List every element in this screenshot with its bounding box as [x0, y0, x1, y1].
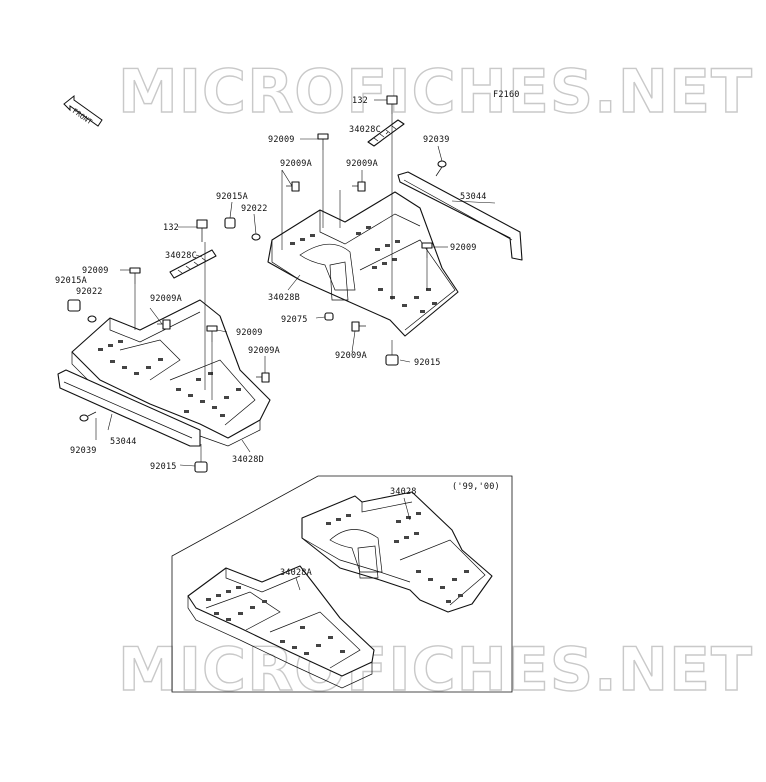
screw-92009a-d [351, 321, 366, 332]
guard-53044-right [397, 171, 523, 261]
label-92039-right: 92039 [423, 135, 450, 145]
step-plate-34028c-top [367, 119, 405, 147]
part-labels: 132 34028C 92009 92039 92009A 92009A 530… [55, 96, 500, 578]
screw-92009-mid [206, 325, 218, 342]
label-34028b: 34028B [268, 293, 300, 303]
screw-92009-left [129, 267, 141, 284]
screw-92009a-a [286, 181, 300, 192]
screw-92009-top [317, 133, 329, 150]
label-92009a-e: 92009A [248, 346, 280, 356]
screw-92009a-e [256, 372, 270, 383]
nut-92015-right [385, 354, 399, 366]
watermark-bottom: MICROFICHES.NET [118, 635, 753, 705]
washer-92022-left [87, 315, 97, 323]
label-34028d: 34028D [232, 455, 264, 465]
label-92009a-b: 92009A [346, 159, 378, 169]
guard-53044-left [57, 369, 201, 447]
label-92022-left: 92022 [76, 287, 103, 297]
label-92039-left: 92039 [70, 446, 97, 456]
floor-panel-34028 [301, 491, 493, 613]
label-132-left: 132 [163, 223, 179, 233]
label-34028c-left: 34028C [165, 251, 197, 261]
variant-box [171, 475, 513, 693]
label-92009a-c: 92009A [150, 294, 182, 304]
nut-92015a-mid [224, 217, 236, 229]
label-34028: 34028 [390, 487, 417, 497]
rivet-92039-right [435, 160, 447, 177]
figure-code: F2160 [493, 90, 520, 100]
label-92075: 92075 [281, 315, 308, 325]
label-92022-mid: 92022 [241, 204, 268, 214]
label-92009-left: 92009 [82, 266, 109, 276]
watermark-top: MICROFICHES.NET [118, 57, 753, 127]
washer-92022-mid [251, 233, 261, 241]
label-92015-left: 92015 [150, 462, 177, 472]
leader-lines [95, 99, 496, 467]
nut-92015a-left [67, 299, 81, 312]
label-34028c-top: 34028C [349, 125, 381, 135]
bolt-132-left [196, 219, 208, 242]
screw-92009-right [421, 242, 433, 258]
label-92009-mid: 92009 [236, 328, 263, 338]
label-34028a: 34028A [280, 568, 312, 578]
label-92015-right: 92015 [414, 358, 441, 368]
label-53044-left: 53044 [110, 437, 137, 447]
leader-lines-bottom [295, 497, 411, 591]
label-92009a-d: 92009A [335, 351, 367, 361]
step-plate-34028c-left [169, 249, 217, 279]
label-53044-right: 53044 [460, 192, 487, 202]
label-92015a-mid: 92015A [216, 192, 248, 202]
rivet-92039-left [79, 411, 97, 422]
label-132-top: 132 [352, 96, 368, 106]
label-92009-top: 92009 [268, 135, 295, 145]
floor-panel-34028b [267, 191, 459, 337]
nut-92015-left [194, 461, 208, 473]
label-92015a-left: 92015A [55, 276, 87, 286]
label-92009a-a: 92009A [280, 159, 312, 169]
screw-92009a-b [352, 181, 366, 192]
variant-note: ('99,'00) [452, 482, 500, 492]
floor-panel-34028a [187, 565, 375, 689]
nut-92075 [324, 312, 334, 321]
front-arrow-icon: FRONT [63, 94, 103, 127]
label-92009-right: 92009 [450, 243, 477, 253]
